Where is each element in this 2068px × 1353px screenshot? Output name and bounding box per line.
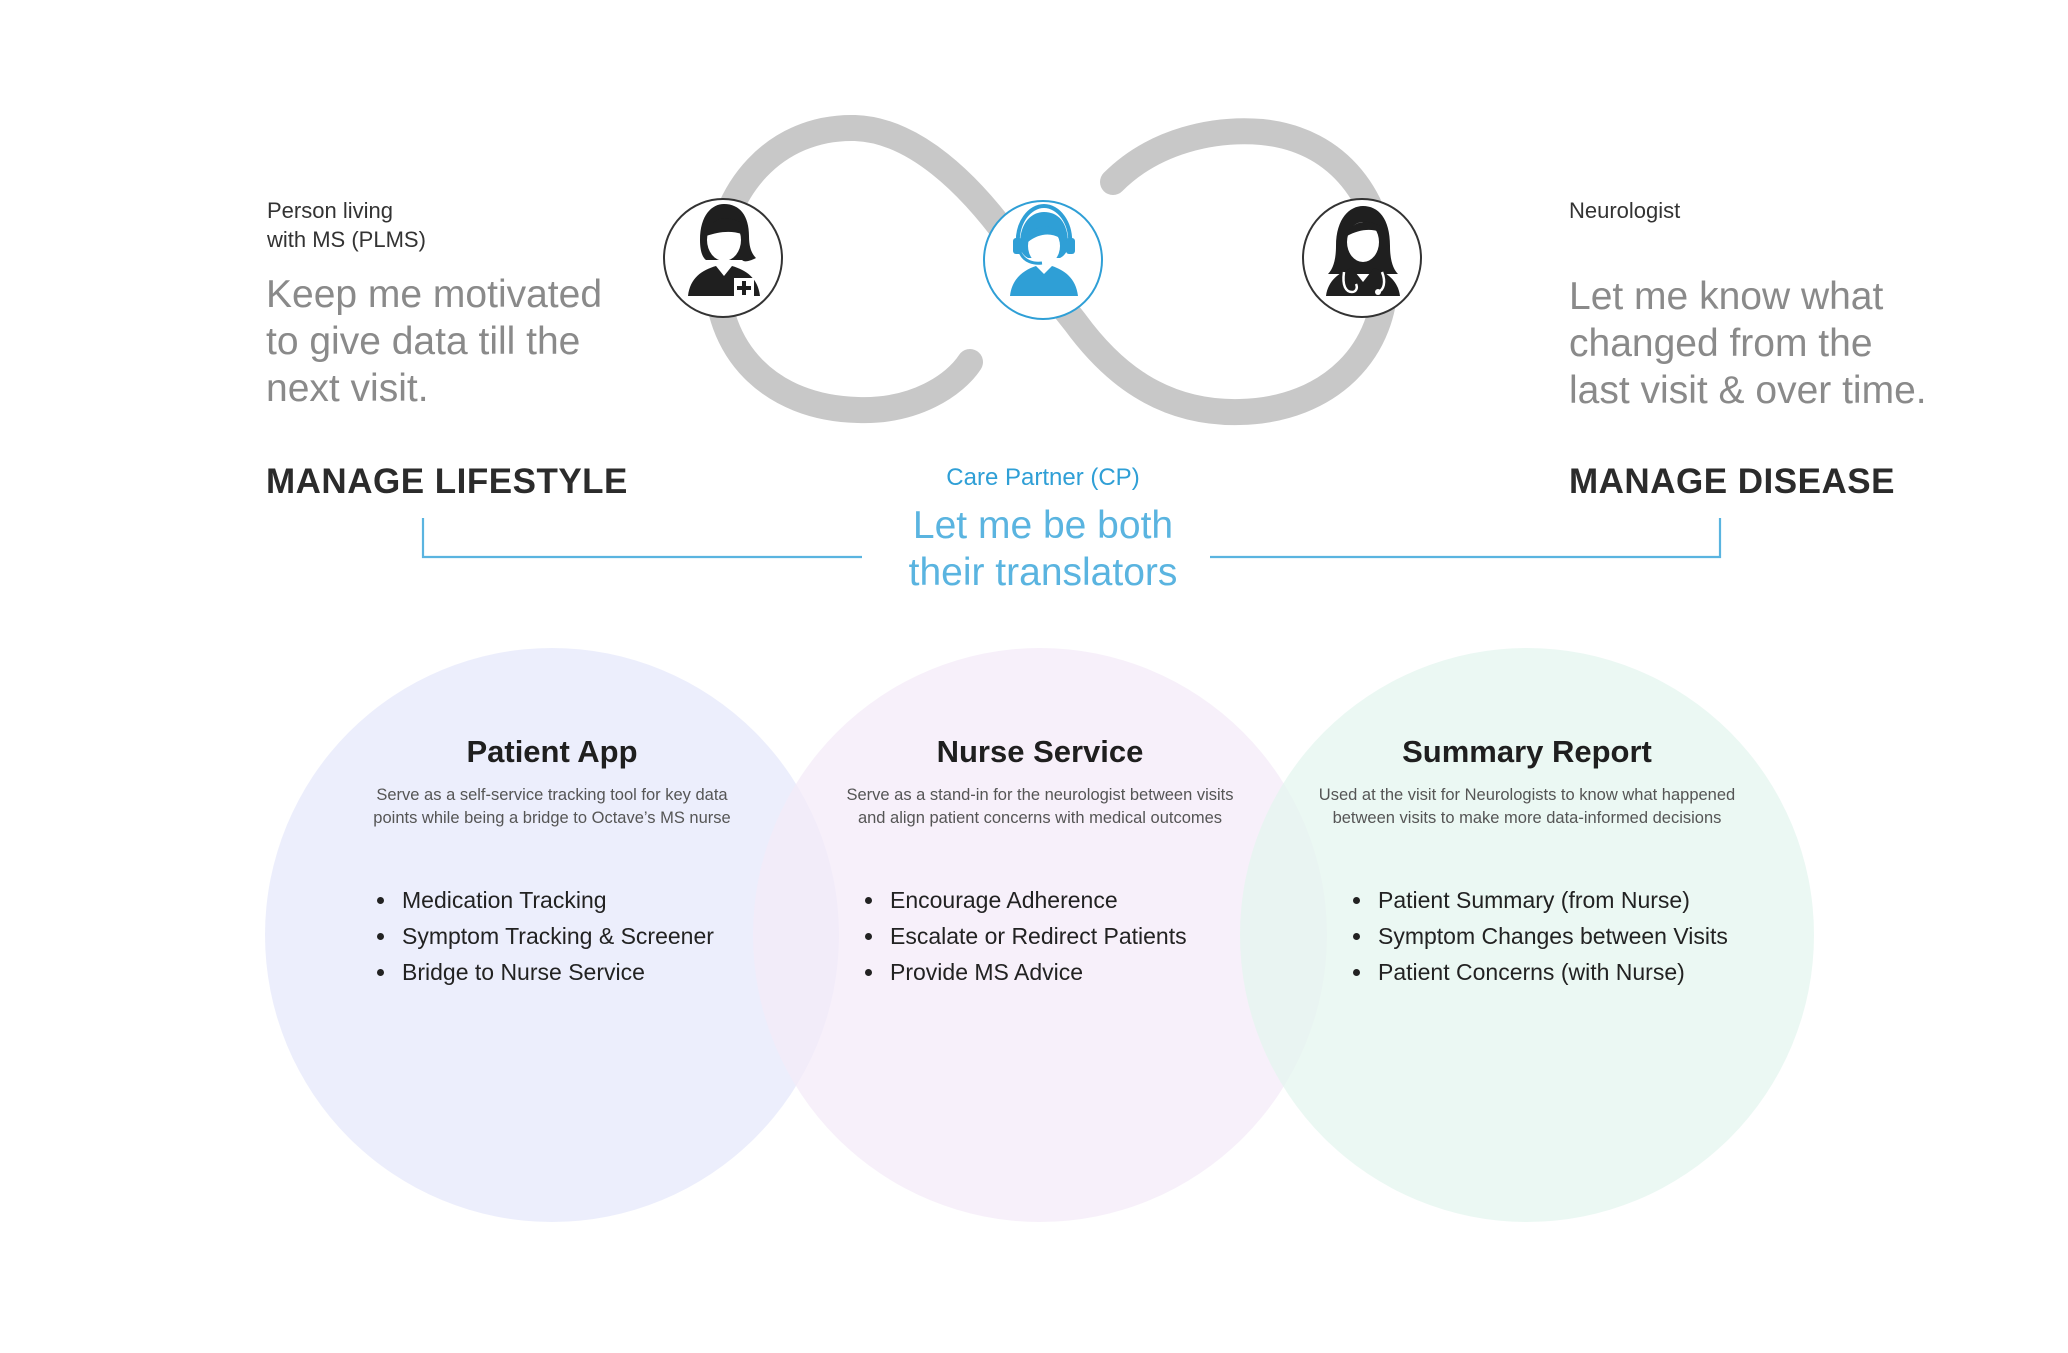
list-item: Symptom Changes between Visits [1374,918,1728,954]
list-item: Escalate or Redirect Patients [886,918,1187,954]
list-item: Provide MS Advice [886,954,1187,990]
nurse-service-feature-list: Encourage Adherence Escalate or Redirect… [860,882,1187,990]
plms-quote: Keep me motivated to give data till the … [266,273,603,410]
patient-app-feature-list: Medication Tracking Symptom Tracking & S… [372,882,714,990]
list-item: Symptom Tracking & Screener [398,918,714,954]
patient-app-title: Patient App [466,734,638,769]
care-partner-quote: Let me be both their translators [908,504,1178,594]
nurse-service-circle [753,648,1327,1222]
list-item: Patient Summary (from Nurse) [1374,882,1728,918]
translator-bracket [421,518,1722,559]
patient-app-description: Serve as a self-service tracking tool fo… [373,786,731,827]
patient-app-circle [265,648,839,1222]
summary-report-circle [1240,648,1814,1222]
plms-role-label: Person living with MS (PLMS) [267,198,426,252]
summary-report-description: Used at the visit for Neurologists to kn… [1318,786,1736,827]
manage-lifestyle-title: MANAGE LIFESTYLE [266,462,628,501]
nurse-service-description: Serve as a stand-in for the neurologist … [846,786,1234,827]
headset-operator-icon [1010,203,1078,296]
patient-avatar-icon [688,204,760,298]
manage-disease-title: MANAGE DISEASE [1569,462,1895,501]
nurse-service-title: Nurse Service [936,734,1144,769]
list-item: Medication Tracking [398,882,714,918]
summary-report-title: Summary Report [1402,734,1652,769]
care-partner-role-label: Care Partner (CP) [946,464,1140,491]
summary-report-feature-list: Patient Summary (from Nurse) Symptom Cha… [1348,882,1728,990]
doctor-stethoscope-icon [1326,206,1400,296]
list-item: Patient Concerns (with Nurse) [1374,954,1728,990]
list-item: Bridge to Nurse Service [398,954,714,990]
list-item: Encourage Adherence [886,882,1187,918]
neurologist-quote: Let me know what changed from the last v… [1569,275,1927,412]
neurologist-role-label: Neurologist [1569,198,1681,223]
